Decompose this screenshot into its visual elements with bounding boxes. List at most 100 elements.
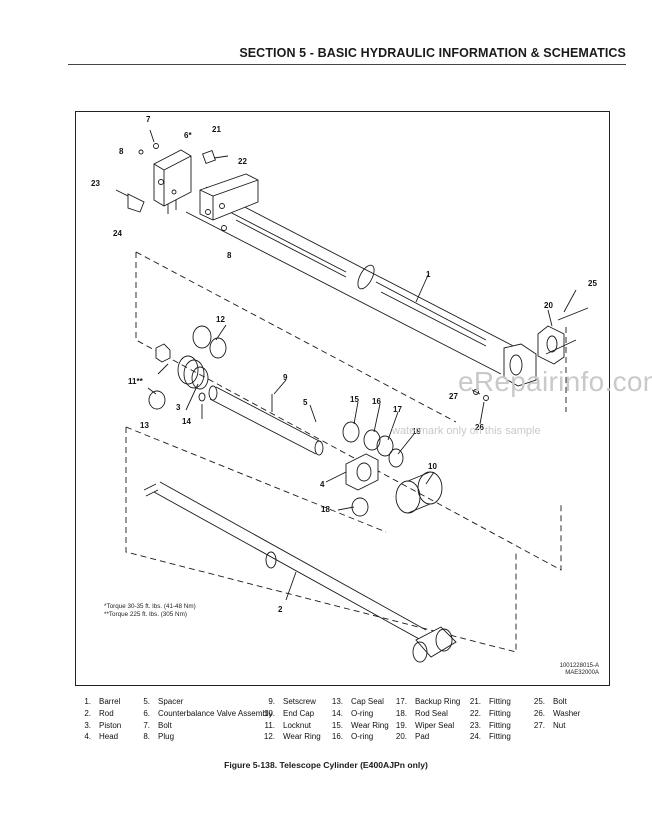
part-number: 20. <box>395 732 407 742</box>
parts-row: 5.Spacer <box>131 696 273 708</box>
part-name: Fitting <box>489 697 511 706</box>
callout-7: 7 <box>146 115 151 124</box>
callout-8-upper: 8 <box>119 147 124 156</box>
drawing-number: 1001228015-A MAE32000A <box>560 663 599 677</box>
part-number: 11. <box>264 720 275 730</box>
callout-27: 27 <box>449 392 458 401</box>
part-name: Head <box>99 732 119 742</box>
parts-row: 13. Cap Seal <box>324 696 389 708</box>
callout-1: 1 <box>426 270 431 279</box>
part-name: Barrel <box>99 697 121 706</box>
callout-12: 12 <box>216 315 225 324</box>
part-name: Piston <box>99 720 122 730</box>
parts-row: 3.Piston <box>72 720 121 732</box>
part-number: 4. <box>84 732 91 742</box>
parts-row: 6. Counterbalance Valve Assembly <box>131 708 273 720</box>
part-number: 6. <box>143 708 150 718</box>
parts-row: 7. Bolt <box>131 720 273 732</box>
part-number: 23. <box>469 720 481 730</box>
parts-row: 15.Wear Ring <box>324 720 389 732</box>
part-name: Rod Seal <box>415 708 448 718</box>
part-name: Wear Ring <box>283 732 321 742</box>
parts-row: 14. O-ring <box>324 708 389 720</box>
part-number: 12. <box>263 732 275 742</box>
parts-column-3: 9. Setscrew 10. End Cap 11. Locknut 12. Wear… <box>256 696 321 743</box>
part-name: Wear Ring <box>351 720 389 730</box>
parts-row: 21. Fitting <box>462 696 511 708</box>
parts-row: 10. End Cap <box>256 708 321 720</box>
part-name: Wiper Seal <box>415 720 455 730</box>
section-header: SECTION 5 - BASIC HYDRAULIC INFORMATION … <box>239 46 626 60</box>
callout-23: 23 <box>91 179 100 188</box>
figure-caption: Figure 5-138. Telescope Cylinder (E400AJ… <box>224 760 428 770</box>
callout-26: 26 <box>475 423 484 432</box>
torque-notes: *Torque 30-35 ft. lbs. (41-48 Nm) **Torq… <box>104 603 196 619</box>
parts-row: 11. Locknut <box>256 720 321 732</box>
part-name: O-ring <box>351 708 374 718</box>
part-number: 8. <box>143 732 150 742</box>
parts-column-4: 13. Cap Seal 14. O-ring 15.Wear Ring 16.O-… <box>324 696 389 743</box>
parts-row: 24. Fitting <box>462 731 511 743</box>
part-number: 24. <box>469 732 481 742</box>
parts-row: 9. Setscrew <box>256 696 321 708</box>
part-name: Bolt <box>553 697 567 706</box>
part-name: Fitting <box>489 720 511 730</box>
part-name: Counterbalance Valve Assembly <box>158 708 273 718</box>
parts-row: 25. Bolt <box>526 696 580 708</box>
part-name: Nut <box>553 720 566 730</box>
watermark-subtext: watermark only on this sample <box>392 425 541 437</box>
parts-column-6: 21. Fitting 22. Fitting 23. Fitting 24. Fitt… <box>462 696 511 743</box>
parts-row: 18.Rod Seal <box>388 708 460 720</box>
callout-20: 20 <box>544 301 553 310</box>
part-name: Bolt <box>158 720 172 730</box>
callout-16: 16 <box>372 397 381 406</box>
part-number: 2. <box>84 708 91 718</box>
callout-13: 13 <box>140 421 149 430</box>
parts-column-2: 5.Spacer 6. Counterbalance Valve Assembly… <box>131 696 273 743</box>
part-number: 26. <box>533 708 545 718</box>
part-name: Setscrew <box>283 697 316 706</box>
part-number: 21. <box>469 697 481 706</box>
part-name: Locknut <box>283 720 312 730</box>
part-name: Cap Seal <box>351 697 384 706</box>
callout-4: 4 <box>320 480 325 489</box>
parts-row: 4. Head <box>72 731 121 743</box>
part-number: 7. <box>143 720 150 730</box>
part-name: Backup Ring <box>415 697 461 706</box>
part-name: Rod <box>99 708 114 718</box>
callout-11: 11** <box>128 377 144 386</box>
part-number: 13. <box>331 697 343 706</box>
callout-22: 22 <box>238 157 247 166</box>
exploded-diagram-frame: 7 6* 21 8 22 23 24 8 1 25 20 12 11** 3 1… <box>75 111 610 686</box>
watermark-text: eRepairinfo.com <box>458 366 652 397</box>
parts-row: 20. Pad <box>388 731 460 743</box>
part-number: 22. <box>469 708 481 718</box>
exploded-diagram: 7 6* 21 8 22 23 24 8 1 25 20 12 11** 3 1… <box>91 115 597 663</box>
callout-6: 6* <box>184 131 192 140</box>
callout-25: 25 <box>588 279 597 288</box>
part-name: Fitting <box>489 708 511 718</box>
parts-row: 26.Washer <box>526 708 580 720</box>
part-number: 19. <box>395 720 407 730</box>
header-rule <box>68 64 626 65</box>
parts-row: 17.Backup Ring <box>388 696 460 708</box>
part-name: End Cap <box>283 708 315 718</box>
parts-row: 1. Barrel <box>72 696 121 708</box>
part-number: 14. <box>331 708 343 718</box>
part-number: 10. <box>263 708 275 718</box>
callout-2: 2 <box>278 605 283 614</box>
callout-5: 5 <box>303 398 308 407</box>
part-number: 1. <box>84 697 91 706</box>
parts-column-7: 25. Bolt 26.Washer 27. Nut <box>526 696 580 731</box>
parts-row: 16.O-ring <box>324 731 389 743</box>
callout-19: 19 <box>412 427 421 436</box>
part-number: 25. <box>533 697 545 706</box>
part-name: Fitting <box>489 732 511 742</box>
part-number: 9. <box>268 697 275 706</box>
part-name: Pad <box>415 732 430 742</box>
parts-column-1: 1. Barrel 2. Rod 3.Piston 4. Head <box>72 696 121 743</box>
part-number: 27. <box>533 720 545 730</box>
part-number: 5. <box>143 697 150 706</box>
parts-row: 22. Fitting <box>462 708 511 720</box>
callout-18: 18 <box>321 505 330 514</box>
